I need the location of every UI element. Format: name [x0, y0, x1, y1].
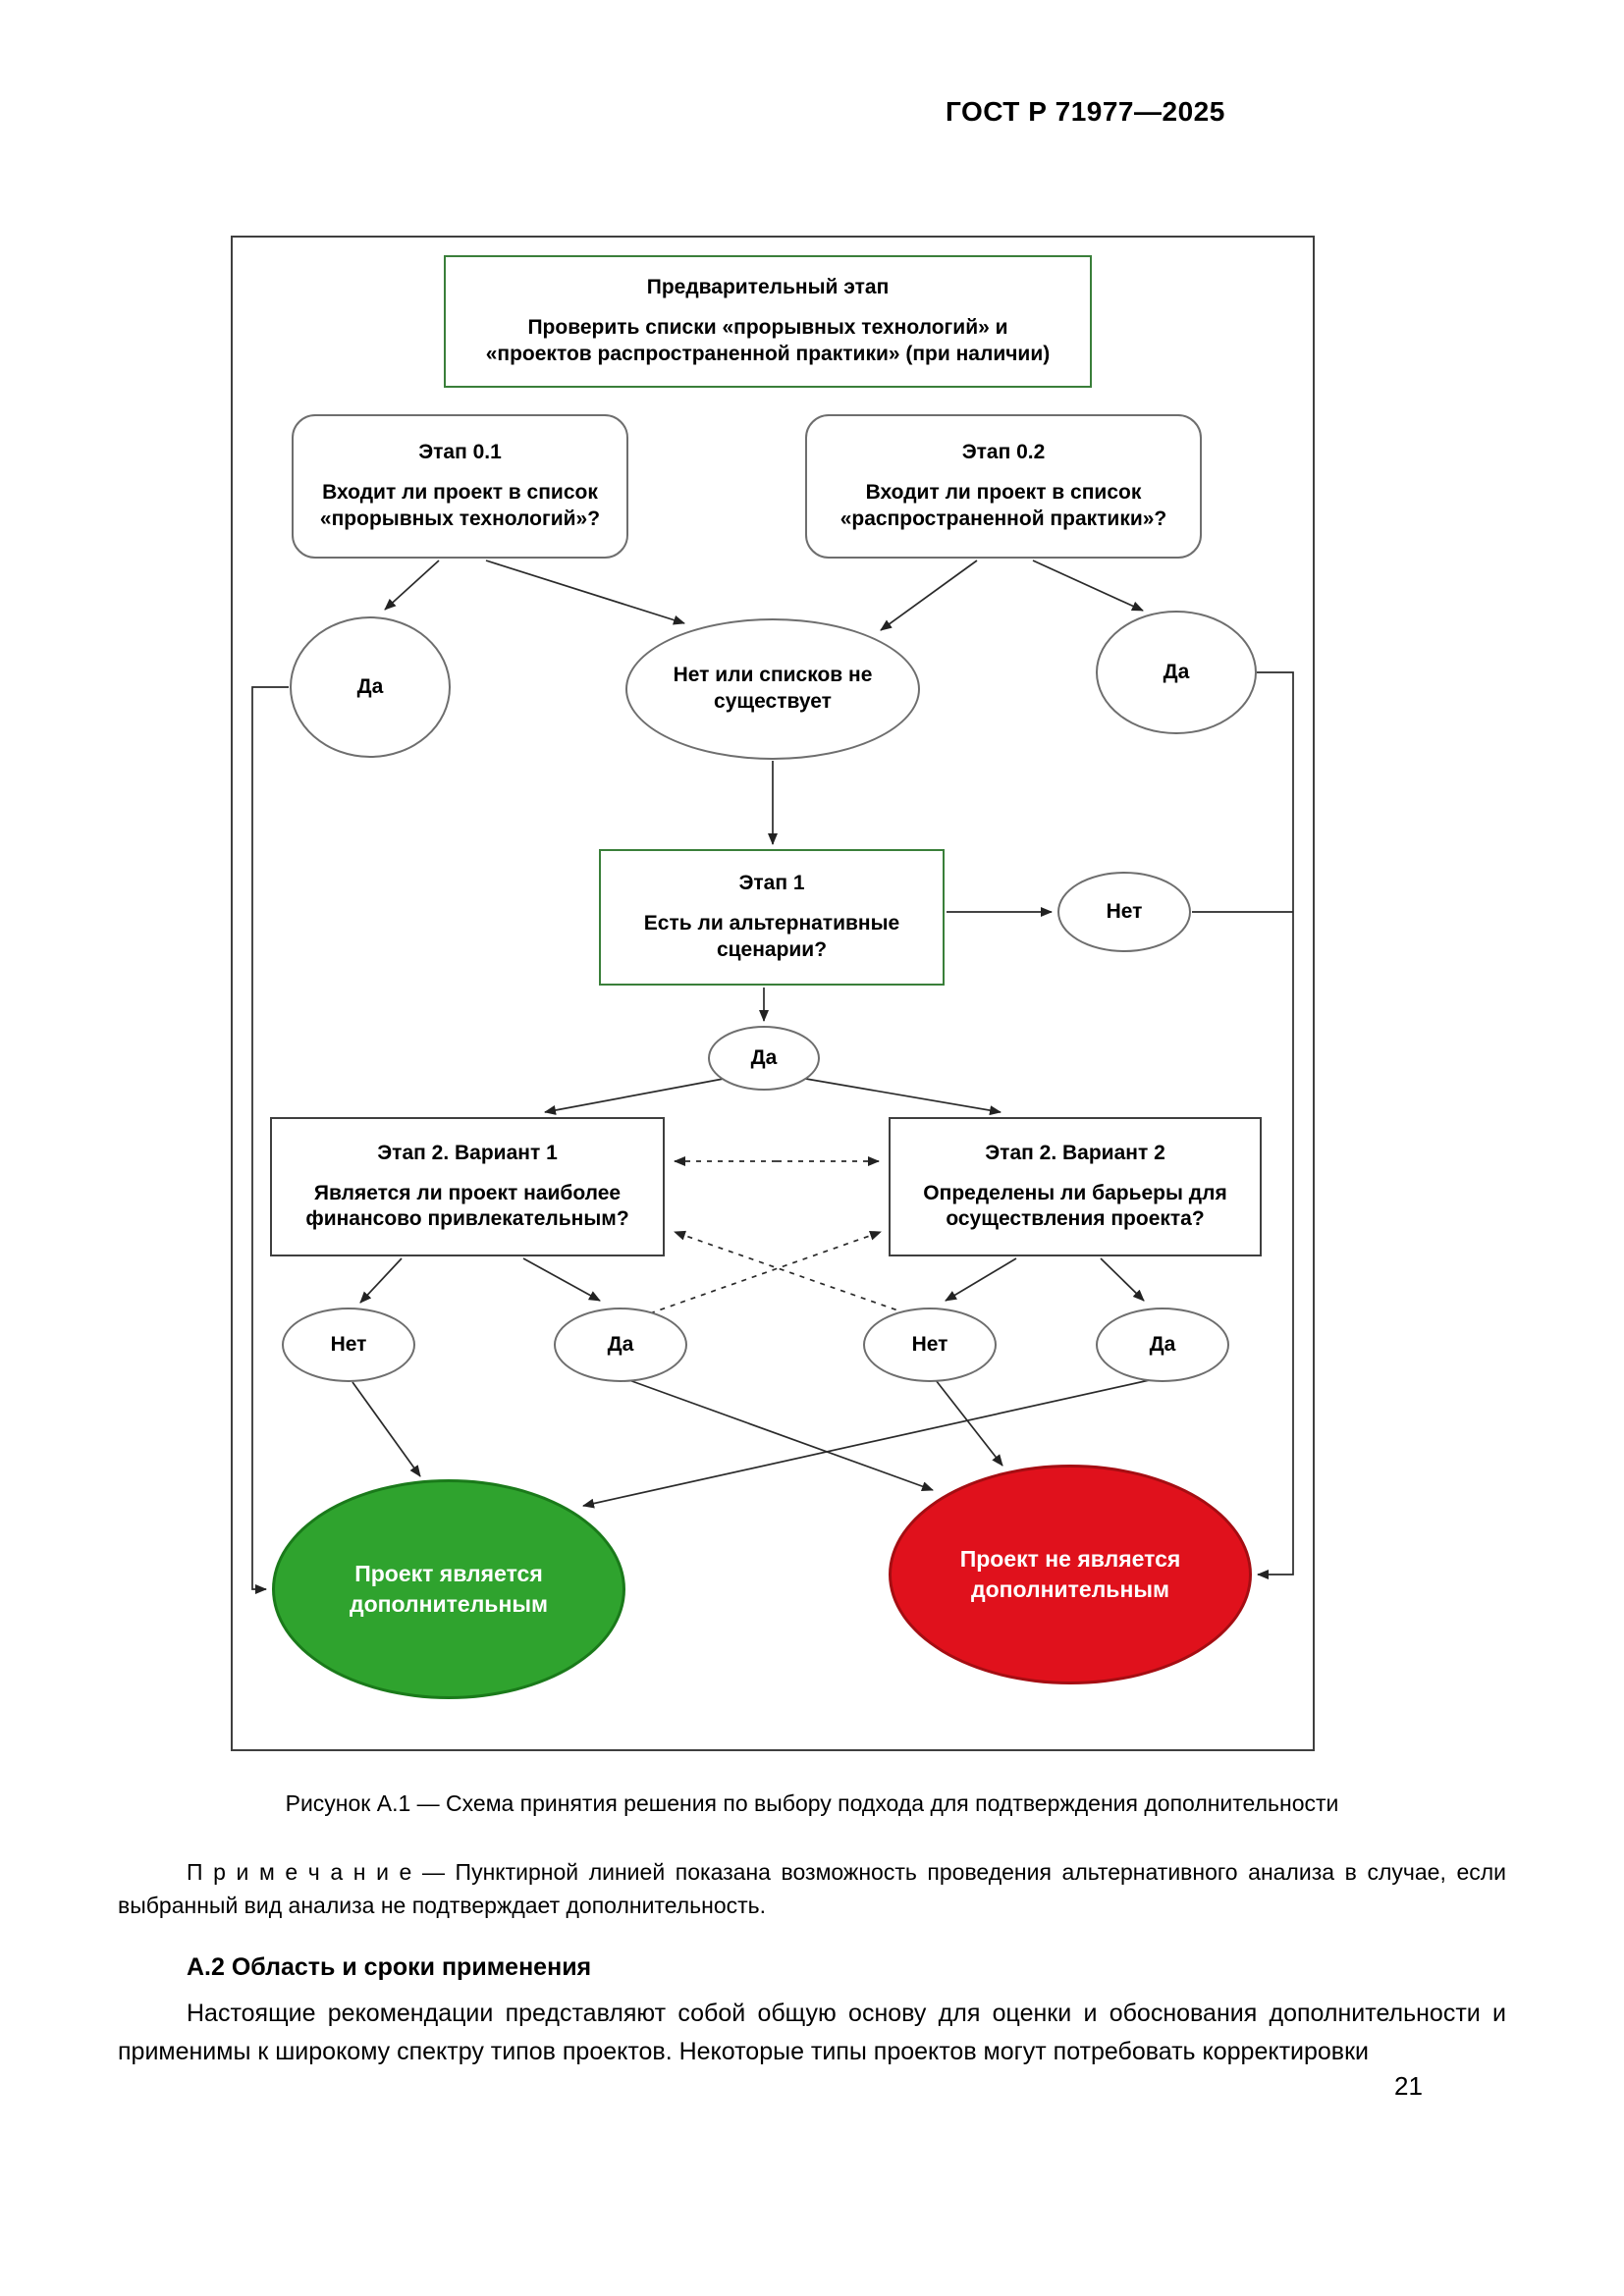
section-heading: А.2 Область и сроки применения — [187, 1953, 592, 1981]
node-text: Является ли проект наиболее финансово пр… — [305, 1181, 629, 1231]
node-title: Этап 0.2 — [961, 441, 1046, 464]
note-label: П р и м е ч а н и е — [187, 1859, 412, 1885]
node-stage-2-variant-2: Этап 2. Вариант 2 Определены ли барьеры … — [889, 1117, 1262, 1256]
ellipse-stage1-yes: Да — [708, 1026, 820, 1091]
body-paragraph: Настоящие рекомендации представляют собо… — [118, 2000, 1506, 2065]
ellipse-variant1-yes: Да — [554, 1308, 687, 1382]
node-title: Этап 1 — [738, 872, 805, 895]
node-text: Проверить списки «прорывных технологий» … — [485, 316, 1051, 365]
node-text: Определены ли барьеры для осуществления … — [923, 1181, 1227, 1231]
node-stage-2-variant-1: Этап 2. Вариант 1 Является ли проект наи… — [270, 1117, 665, 1256]
node-text: Входит ли проект в список «распространен… — [839, 481, 1167, 530]
node-title: Этап 2. Вариант 1 — [377, 1141, 558, 1164]
ellipse-variant2-no: Нет — [863, 1308, 997, 1382]
node-stage-0-2: Этап 0.2 Входит ли проект в список «расп… — [805, 414, 1202, 559]
node-stage-1: Этап 1 Есть ли альтернативные сценарии? — [599, 849, 945, 986]
ellipse-no-lists: Нет или списков не существует — [625, 618, 920, 760]
figure-caption: Рисунок А.1 — Схема принятия решения по … — [285, 1790, 1339, 1816]
ellipse-yes-right: Да — [1096, 611, 1257, 734]
node-title: Предварительный этап — [646, 276, 890, 299]
page-number: 21 — [1394, 2071, 1423, 2101]
node-text: Входит ли проект в список «прорывных тех… — [319, 481, 601, 530]
note-paragraph: П р и м е ч а н и е — Пунктирной линией … — [118, 1855, 1506, 1922]
note-text: — Пунктирной линией показана возможность… — [118, 1859, 1507, 1918]
flowchart-frame: Предварительный этап Проверить списки «п… — [231, 236, 1315, 1751]
node-stage-0-1: Этап 0.1 Входит ли проект в список «прор… — [292, 414, 628, 559]
node-title: Этап 0.1 — [418, 441, 502, 464]
node-preliminary-stage: Предварительный этап Проверить списки «п… — [444, 255, 1092, 388]
flowchart-arrows — [251, 560, 1294, 1594]
node-text: Есть ли альтернативные сценарии? — [643, 912, 900, 961]
ellipse-yes-left: Да — [290, 616, 451, 758]
node-title: Этап 2. Вариант 2 — [985, 1141, 1165, 1164]
ellipse-variant2-yes: Да — [1096, 1308, 1229, 1382]
document-code-header: ГОСТ Р 71977—2025 — [946, 96, 1225, 127]
result-not-additional: Проект не является дополнительным — [889, 1465, 1252, 1684]
result-additional: Проект является дополнительным — [272, 1479, 625, 1699]
ellipse-stage1-no: Нет — [1057, 872, 1191, 952]
ellipse-variant1-no: Нет — [282, 1308, 415, 1382]
